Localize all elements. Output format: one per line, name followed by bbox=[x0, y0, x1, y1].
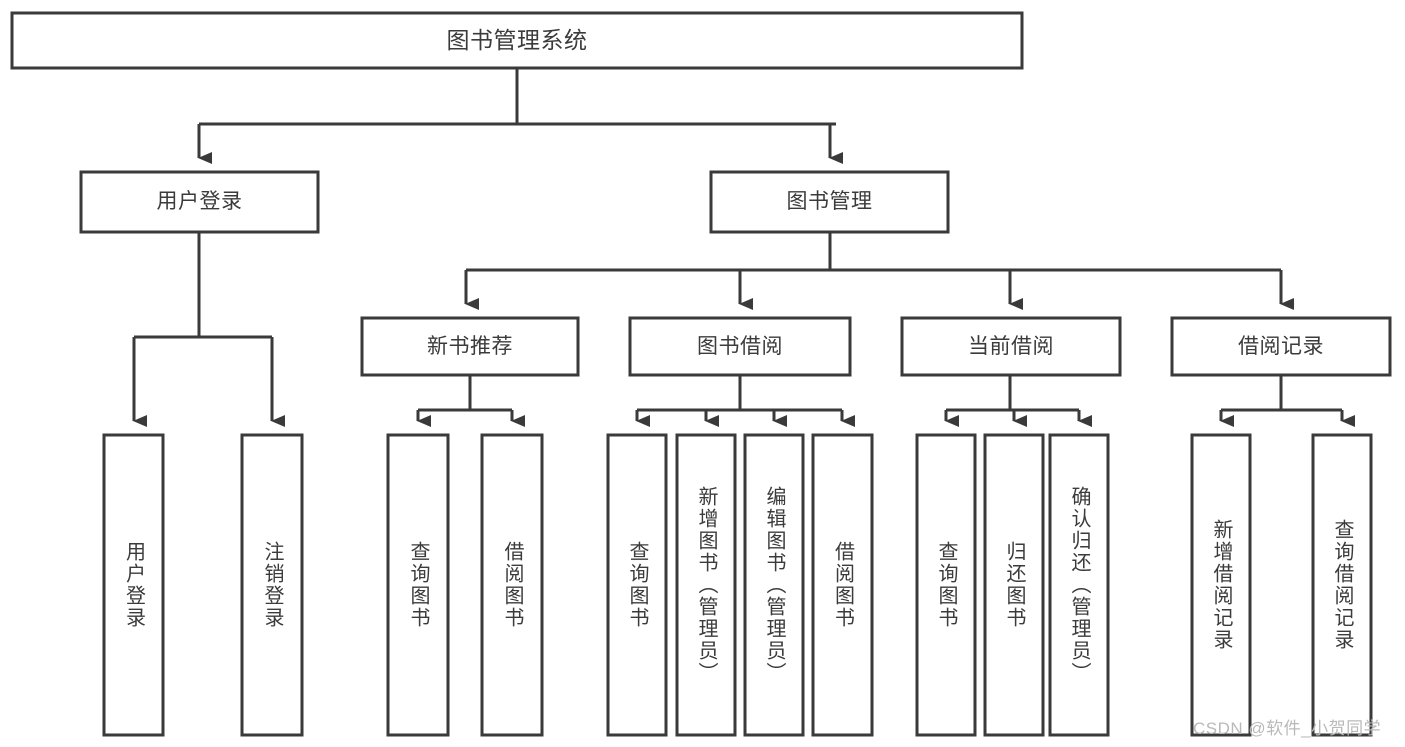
node-box-leaf-borrow-book-2[interactable] bbox=[811, 433, 874, 737]
watermark-text: CSDN @软件_小贺同学 bbox=[1193, 719, 1382, 738]
connector-booking-bus bbox=[464, 232, 1294, 310]
node-box-leaf-query-book-2[interactable] bbox=[606, 433, 668, 737]
connector-borrowrecord-children bbox=[1219, 375, 1355, 427]
connector-bookborrow-children bbox=[635, 375, 855, 427]
node-box-leaf-borrow-book-1[interactable] bbox=[480, 433, 544, 737]
node-box-leaf-query-record[interactable] bbox=[1311, 433, 1373, 737]
node-box-root[interactable] bbox=[10, 11, 1024, 70]
node-box-user-login[interactable] bbox=[79, 170, 320, 234]
node-box-leaf-edit-book[interactable] bbox=[743, 433, 805, 737]
connector-root-to-level2 bbox=[197, 68, 843, 164]
node-box-borrow-record[interactable] bbox=[1170, 316, 1392, 377]
node-box-leaf-logout[interactable] bbox=[240, 433, 304, 737]
node-box-leaf-add-book[interactable] bbox=[675, 433, 737, 737]
connector-currentborrow-children bbox=[944, 375, 1092, 427]
connector-recommend-children bbox=[416, 375, 525, 427]
node-box-book-borrow[interactable] bbox=[628, 316, 852, 377]
node-box-leaf-confirm-return[interactable] bbox=[1048, 433, 1110, 737]
node-box-leaf-query-book-1[interactable] bbox=[386, 433, 450, 737]
node-box-leaf-user-login[interactable] bbox=[102, 433, 165, 737]
node-box-book-manage[interactable] bbox=[709, 170, 950, 234]
connector-userlogin-children bbox=[132, 232, 285, 427]
node-box-leaf-return-book[interactable] bbox=[983, 433, 1045, 737]
node-box-leaf-add-record[interactable] bbox=[1190, 433, 1252, 737]
node-box-new-book-recommend[interactable] bbox=[360, 316, 580, 377]
node-box-leaf-query-book-3[interactable] bbox=[915, 433, 977, 737]
node-box-current-borrow[interactable] bbox=[900, 316, 1122, 377]
